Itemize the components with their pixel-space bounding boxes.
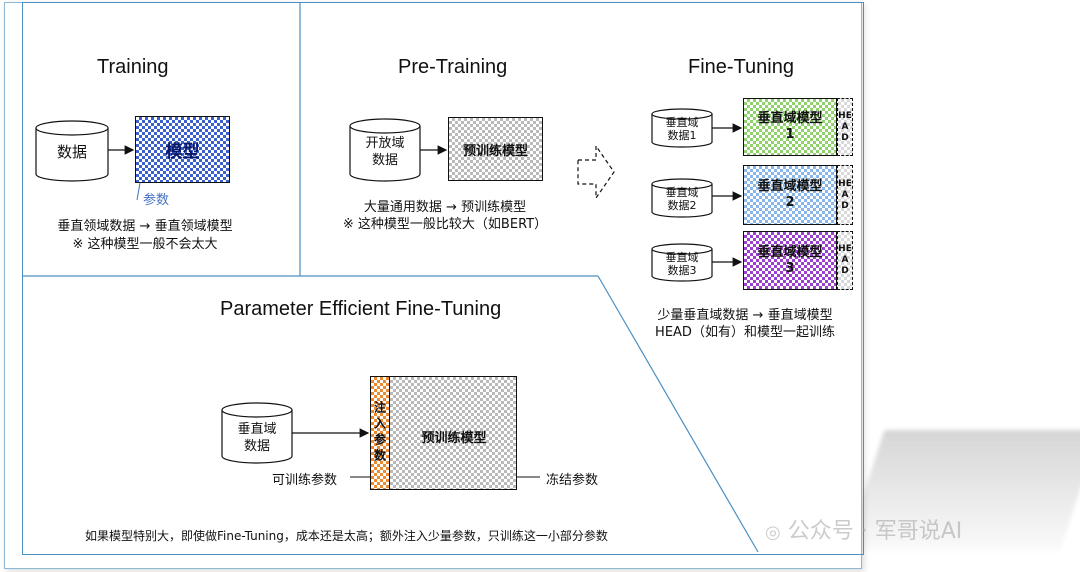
inner-frame bbox=[22, 2, 864, 555]
param-label: 参数 bbox=[143, 193, 170, 208]
pretraining-model-box: 预训练模型 bbox=[448, 117, 543, 181]
ft-model-3-line1: 垂直域模型 bbox=[757, 244, 823, 260]
ft-data-3-line1: 垂直域 bbox=[665, 251, 699, 264]
pretraining-caption-2: ※ 这种模型一般比较大（如BERT） bbox=[342, 217, 548, 232]
ft-model-2: 垂直域模型 2 bbox=[743, 165, 837, 225]
dashed-transfer-arrow bbox=[577, 144, 615, 200]
frozen-label: 冻结参数 bbox=[546, 473, 599, 488]
inject-param-strip: 注入参数 bbox=[370, 376, 390, 490]
pretraining-model-label: 预训练模型 bbox=[462, 143, 528, 159]
watermark-text: 公众号 · 军哥说AI bbox=[787, 519, 963, 544]
inject-param-label: 注入参数 bbox=[372, 401, 387, 465]
param-pointer bbox=[136, 182, 141, 201]
finetuning-caption-1: 少量垂直域数据 → 垂直域模型 bbox=[657, 308, 833, 323]
peft-caption: 如果模型特别大，即使做Fine-Tuning，成本还是太高；额外注入少量参数，只… bbox=[85, 529, 608, 543]
ft-model-1: 垂直域模型 1 bbox=[743, 98, 837, 156]
ft-model-2-line1: 垂直域模型 bbox=[757, 179, 823, 194]
training-caption-1: 垂直领域数据 → 垂直领域模型 bbox=[57, 219, 233, 234]
ft-data-2-line1: 垂直域 bbox=[665, 186, 699, 199]
ft-head-2: HEAD bbox=[837, 165, 853, 225]
ft-data-3-line2: 数据3 bbox=[667, 264, 697, 277]
peft-data-line1: 垂直域 bbox=[237, 422, 277, 437]
wechat-icon: ◎ bbox=[765, 522, 781, 543]
ft-data-cylinder-3 bbox=[651, 243, 713, 282]
ft-model-3-line2: 3 bbox=[785, 260, 795, 276]
peft-data-line2: 数据 bbox=[243, 439, 270, 454]
ft-model-1-line1: 垂直域模型 bbox=[757, 111, 823, 126]
peft-model-label: 预训练模型 bbox=[421, 431, 487, 446]
pretraining-data-line2: 数据 bbox=[371, 153, 398, 168]
ft-model-3: 垂直域模型 3 bbox=[743, 231, 837, 290]
trainable-label: 可训练参数 bbox=[272, 473, 338, 488]
ft-head-1: HEAD bbox=[837, 98, 853, 156]
pretraining-data-line1: 开放域 bbox=[365, 136, 405, 151]
ft-head-3: HEAD bbox=[837, 231, 853, 290]
ft-model-1-line2: 1 bbox=[785, 127, 795, 142]
finetuning-title: Fine-Tuning bbox=[688, 56, 794, 78]
training-caption-2: ※ 这种模型一般不会太大 bbox=[72, 237, 218, 252]
watermark: ◎ 公众号 · 军哥说AI bbox=[765, 513, 962, 545]
finetuning-caption-2: HEAD（如有）和模型一起训练 bbox=[655, 325, 835, 340]
pretraining-title: Pre-Training bbox=[398, 56, 508, 78]
peft-data-cylinder bbox=[221, 402, 293, 464]
training-model-label: 模型 bbox=[165, 142, 200, 162]
training-data-label: 数据 bbox=[56, 143, 87, 161]
ft-model-2-line2: 2 bbox=[785, 195, 795, 210]
pretraining-data-cylinder bbox=[349, 118, 421, 182]
ft-data-1-line1: 垂直域 bbox=[665, 116, 699, 129]
ft-data-cylinder-2 bbox=[651, 178, 713, 218]
ft-data-1-line2: 数据1 bbox=[667, 129, 697, 142]
peft-title: Parameter Efficient Fine-Tuning bbox=[220, 298, 502, 320]
peft-model-box: 预训练模型 bbox=[389, 376, 517, 490]
divider-diagonal bbox=[597, 275, 759, 553]
ft-data-cylinder-1 bbox=[651, 108, 713, 148]
pretraining-caption-1: 大量通用数据 → 预训练模型 bbox=[363, 200, 527, 215]
ft-data-2-line2: 数据2 bbox=[667, 199, 697, 212]
training-model-box: 模型 bbox=[135, 116, 230, 183]
training-data-cylinder bbox=[35, 120, 109, 182]
training-title: Training bbox=[97, 56, 169, 78]
